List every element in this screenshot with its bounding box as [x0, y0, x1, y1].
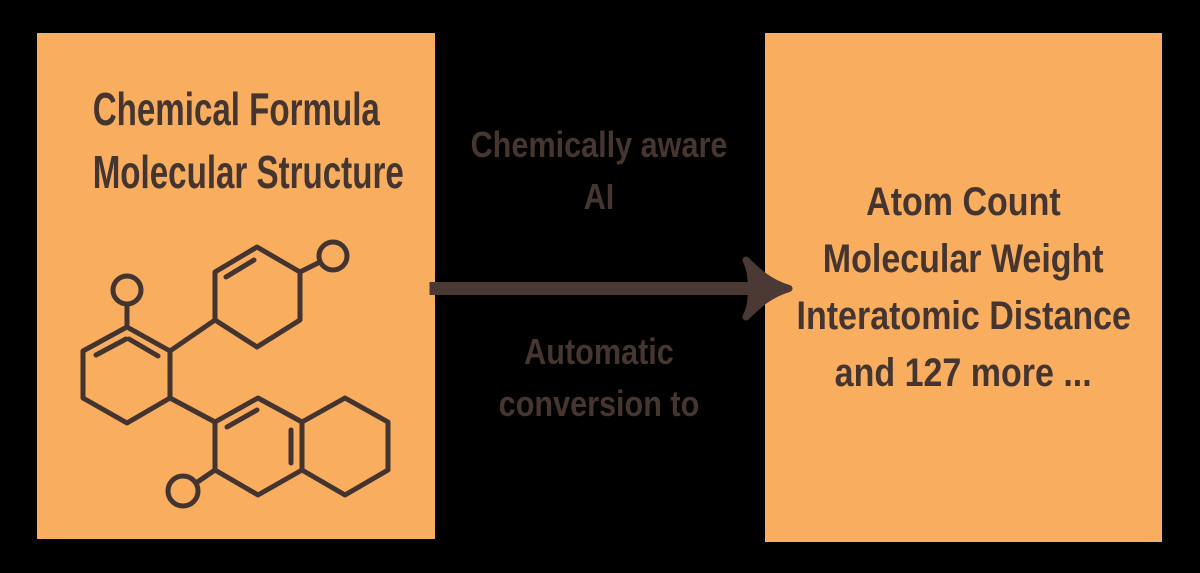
top-caption-line-1: Chemically aware — [470, 124, 728, 165]
bottom-caption-line-2: conversion to — [498, 383, 700, 424]
input-panel-title: Chemical Formula Molecular Structure — [37, 78, 435, 204]
output-line-more: and 127 more ... — [835, 350, 1092, 395]
molecule-structure-icon — [80, 239, 391, 509]
input-panel: Chemical Formula Molecular Structure — [37, 33, 435, 539]
bottom-caption: Automatic conversion to — [433, 326, 765, 430]
bottom-caption-line-1: Automatic — [524, 331, 674, 372]
input-title-line-2: Molecular Structure — [92, 146, 404, 198]
input-title-line-1: Chemical Formula — [92, 83, 380, 135]
right-arrow-icon — [429, 256, 793, 321]
top-caption: Chemically aware AI — [433, 119, 765, 223]
output-line-atom-count: Atom Count — [866, 179, 1061, 224]
output-line-molecular-weight: Molecular Weight — [823, 236, 1104, 281]
top-caption-line-2: AI — [583, 176, 615, 217]
output-panel: Atom Count Molecular Weight Interatomic … — [765, 33, 1162, 542]
output-line-interatomic-distance: Interatomic Distance — [796, 293, 1131, 338]
